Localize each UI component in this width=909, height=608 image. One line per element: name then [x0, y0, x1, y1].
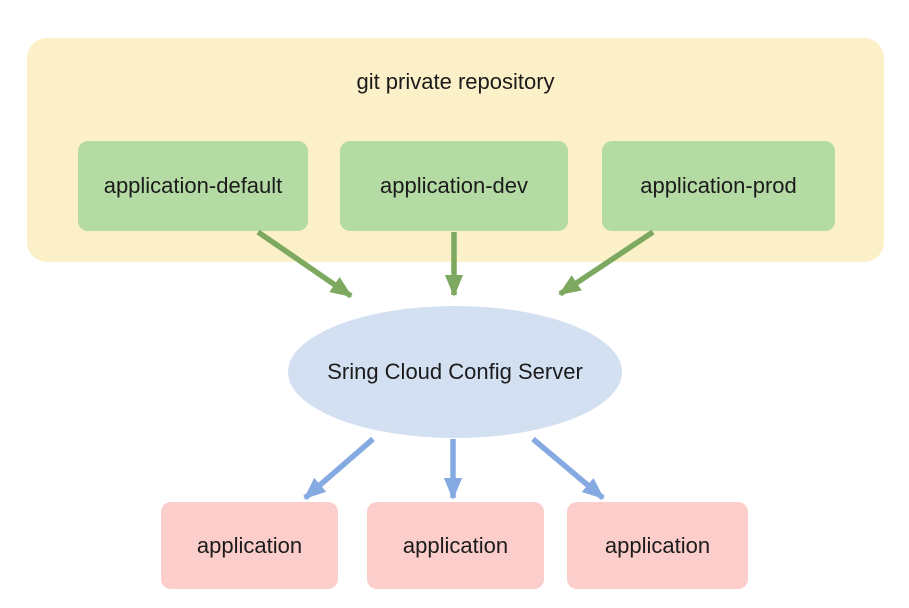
- client-app-box-3: application: [567, 502, 748, 589]
- config-server-label: Sring Cloud Config Server: [327, 359, 583, 384]
- profile-box-prod: application-prod: [602, 141, 835, 231]
- client-app-label-2: application: [402, 532, 509, 558]
- client-app-label-3: application: [604, 532, 711, 558]
- client-app-box-2: application: [367, 502, 544, 589]
- profile-box-dev: application-dev: [340, 141, 568, 231]
- git-repo-title: git private repository: [356, 69, 555, 94]
- profile-box-dev-label: application-dev: [380, 173, 528, 198]
- client-app-box-1: application: [161, 502, 338, 589]
- git-repo-container: git private repository application-defau…: [27, 38, 884, 262]
- config-server-ellipse: Sring Cloud Config Server: [288, 306, 622, 438]
- profile-box-default: application-default: [78, 141, 308, 231]
- profile-box-prod-label: application-prod: [640, 173, 797, 198]
- profile-box-default-label: application-default: [103, 173, 283, 198]
- arrow-server-to-app1-icon: [303, 436, 375, 501]
- client-app-label-1: application: [196, 532, 303, 558]
- arrow-server-to-app3-icon: [531, 436, 605, 501]
